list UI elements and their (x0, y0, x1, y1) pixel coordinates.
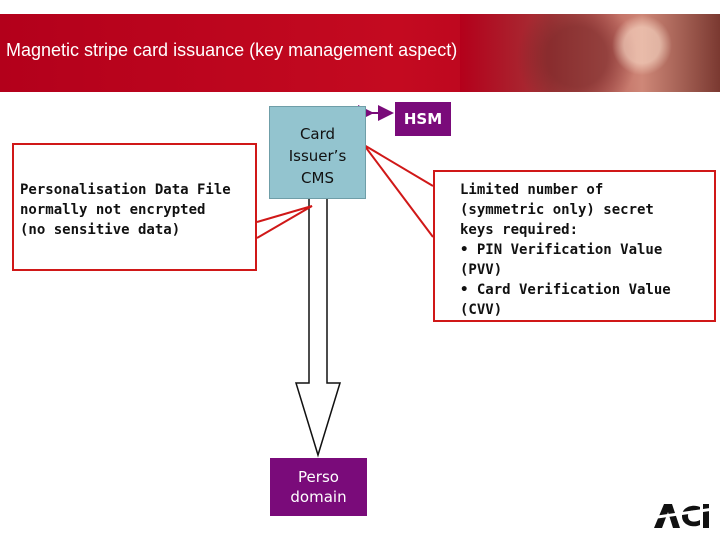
callout-text-line: (CVV) (460, 302, 503, 318)
callout-text-line: normally not encrypted (20, 202, 206, 218)
left-callout-pointer (256, 205, 313, 239)
personalisation-file-callout: Personalisation Data File normally not e… (12, 143, 257, 271)
right-callout-pointer (363, 144, 434, 238)
aci-logo (654, 504, 710, 528)
data-flow-arrow (294, 199, 342, 458)
perso-label-line: Perso (298, 468, 339, 486)
callout-text-line: • PIN Verification Value (460, 242, 663, 258)
cms-label-line: Card (299, 125, 336, 143)
perso-domain-box: Perso domain (270, 458, 367, 516)
hsm-label: HSM (403, 110, 443, 128)
header-photo (460, 14, 720, 92)
callout-text-line: (PVV) (460, 262, 503, 278)
cms-label-line: CMS (301, 169, 334, 187)
page-title: Magnetic stripe card issuance (key manag… (6, 40, 458, 60)
perso-label-line: domain (290, 488, 347, 506)
title-banner: Magnetic stripe card issuance (key manag… (0, 14, 720, 92)
callout-text-line: Personalisation Data File (20, 182, 231, 198)
hsm-box: HSM (395, 102, 451, 136)
callout-text-line: • Card Verification Value (460, 282, 671, 298)
key-requirements-callout: Limited number of (symmetric only) secre… (433, 170, 716, 322)
cms-label-line: Issuer’s (288, 147, 347, 165)
callout-text-line: (symmetric only) secret (460, 202, 654, 218)
callout-text-line: (no sensitive data) (20, 222, 181, 238)
card-issuer-cms-box: Card Issuer’s CMS (269, 106, 366, 199)
callout-text-line: keys required: (460, 222, 579, 238)
callout-text-line: Limited number of (460, 182, 604, 198)
